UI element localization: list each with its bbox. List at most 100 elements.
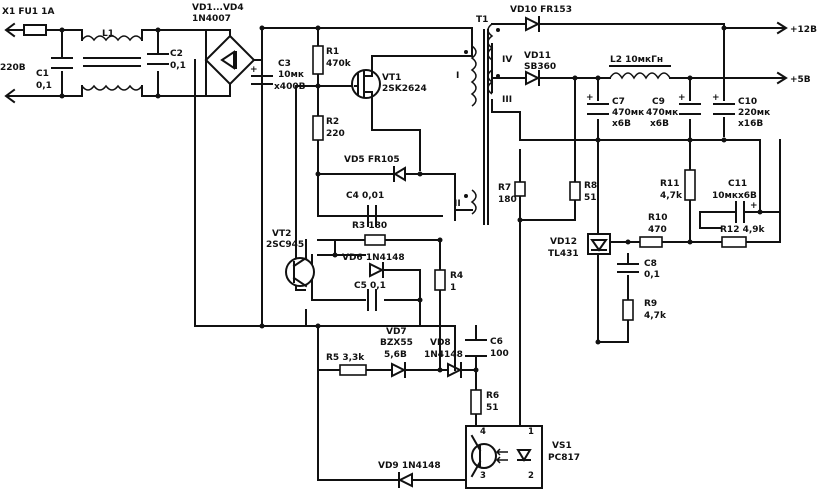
label-r7: R7 <box>498 183 511 193</box>
output-arrows <box>776 21 788 85</box>
label-w1: I <box>456 71 459 81</box>
capacitor-c6 <box>465 339 487 357</box>
label-r4-val: 1 <box>450 283 456 293</box>
label-pin3: 3 <box>480 471 486 481</box>
label-c7-v1: 470мк <box>612 108 644 118</box>
label-c6: C6 <box>490 337 503 347</box>
label-plus-c11: + <box>750 201 758 211</box>
capacitor-c1 <box>51 57 73 69</box>
label-vd7: VD7 <box>386 327 407 337</box>
label-r2-val: 220 <box>326 129 345 139</box>
label-vd8-val: 1N4148 <box>424 350 463 360</box>
label-vd12: VD12 <box>550 237 577 247</box>
label-pin1: 1 <box>528 427 534 437</box>
label-c11-val: 10мкх6В <box>712 191 757 201</box>
labels: X1 FU1 1A 220В C1 0,1 L1 C2 0,1 VD1...VD… <box>0 3 817 481</box>
label-vd9: VD9 1N4148 <box>378 461 441 471</box>
resistor-r3 <box>364 234 386 246</box>
label-c3-v2: x400В <box>274 82 306 92</box>
capacitor-c2 <box>147 53 169 65</box>
label-l1: L1 <box>102 29 114 39</box>
resistor-r2 <box>312 115 324 141</box>
capacitor-c5 <box>367 289 377 311</box>
label-c1-val: 0,1 <box>36 81 52 91</box>
diode-vd5 <box>393 166 406 182</box>
label-r6-val: 51 <box>486 403 499 413</box>
label-t1: T1 <box>476 15 488 25</box>
diode-vd6 <box>369 262 385 278</box>
diode-vd11 <box>525 70 541 86</box>
label-out5: +5В <box>790 75 811 85</box>
transistor-vt2 <box>285 256 315 288</box>
label-c5: C5 0,1 <box>354 281 386 291</box>
label-vt1: VT1 <box>382 73 401 83</box>
capacitor-c11 <box>699 201 761 223</box>
optocoupler-vs1 <box>465 425 543 489</box>
label-r12: R12 4,9k <box>720 225 766 235</box>
label-r9: R9 <box>644 299 657 309</box>
label-vd7-v1: BZX55 <box>380 338 413 348</box>
label-r2: R2 <box>326 117 339 127</box>
label-c6-val: 100 <box>490 349 509 359</box>
label-r3: R3 180 <box>352 221 387 231</box>
label-c2: C2 <box>170 49 183 59</box>
label-plus-c9: + <box>678 93 686 103</box>
label-plus-c7: + <box>586 93 594 103</box>
diode-vd8 <box>447 362 463 378</box>
resistor-r6 <box>470 389 482 415</box>
resistor-r12 <box>721 236 747 248</box>
label-c7: C7 <box>612 97 625 107</box>
label-out12: +12В <box>790 25 817 35</box>
label-vd7-v2: 5,6В <box>384 350 407 360</box>
capacitor-c3 <box>251 75 273 85</box>
label-pin4: 4 <box>480 427 486 437</box>
label-plus-c10: + <box>712 93 720 103</box>
label-vt1-val: 2SK2624 <box>382 84 427 94</box>
label-w4: IV <box>502 55 512 65</box>
label-c2-val: 0,1 <box>170 61 186 71</box>
label-x1-fu1: X1 FU1 1A <box>2 7 54 17</box>
label-c9: C9 <box>652 97 665 107</box>
label-w2: II <box>454 199 461 209</box>
label-c3: C3 <box>278 59 291 69</box>
resistor-r7 <box>514 181 526 197</box>
label-r10-val: 470 <box>648 225 667 235</box>
label-c11: C11 <box>728 179 747 189</box>
capacitor-c10 <box>713 103 735 115</box>
label-vd8: VD8 <box>430 338 451 348</box>
label-c8: C8 <box>644 259 657 269</box>
label-vd6: VD6 1N4148 <box>342 253 405 263</box>
label-r1: R1 <box>326 47 339 57</box>
transistor-vt1 <box>351 61 381 105</box>
junctions <box>59 25 763 373</box>
label-r6: R6 <box>486 391 499 401</box>
resistor-r5 <box>339 364 367 376</box>
label-c4: C4 0,01 <box>346 191 384 201</box>
label-220v: 220В <box>0 63 26 73</box>
diode-vd10 <box>525 16 541 32</box>
label-r4: R4 <box>450 271 463 281</box>
diode-vd9 <box>397 472 413 488</box>
resistor-r4 <box>434 269 446 291</box>
label-vd11-val: SB360 <box>524 62 556 72</box>
resistor-r10 <box>639 236 663 248</box>
label-r9-val: 4,7k <box>644 311 667 321</box>
label-c10-v1: 220мк <box>738 108 770 118</box>
label-c8-val: 0,1 <box>644 270 660 280</box>
input-terminal-l <box>4 22 16 104</box>
label-r8-val: 51 <box>584 193 597 203</box>
label-r10: R10 <box>648 213 667 223</box>
capacitor-c4 <box>367 205 377 227</box>
label-l2: L2 10мкГн <box>610 55 663 65</box>
label-vd1-4: VD1...VD4 <box>192 3 244 13</box>
resistor-r8 <box>569 181 581 201</box>
label-vs1: VS1 <box>552 441 572 451</box>
label-c10: C10 <box>738 97 757 107</box>
resistor-r9 <box>622 299 634 321</box>
label-c1: C1 <box>36 69 49 79</box>
diode-bridge-vd1-vd4 <box>204 29 256 97</box>
label-c9-v1: 470мк <box>646 108 678 118</box>
label-c3-v1: 10мк <box>278 70 304 80</box>
